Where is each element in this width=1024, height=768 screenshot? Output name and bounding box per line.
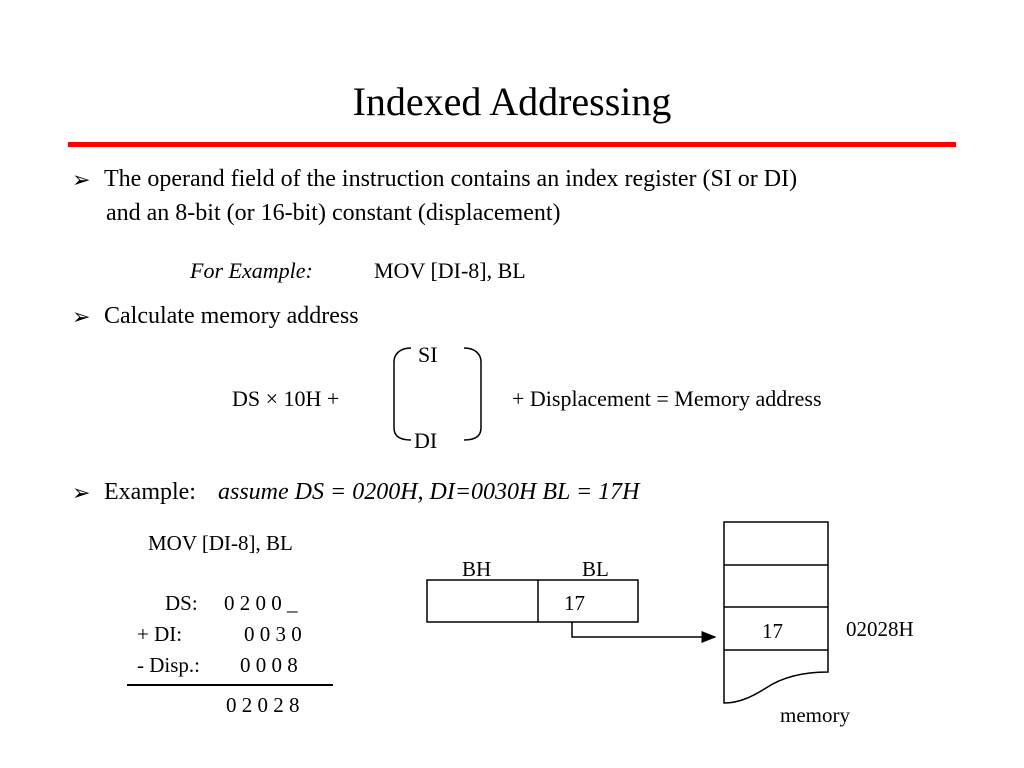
title-underline: [68, 142, 956, 147]
calc-row-label: - Disp.:: [137, 653, 200, 677]
calc-row-label: + DI:: [137, 622, 183, 646]
bullet3-prefix: Example:: [104, 479, 196, 505]
register-bl-value: 17: [564, 591, 585, 615]
memory-block: [723, 521, 829, 704]
calc-instruction: MOV [DI-8], BL: [148, 531, 293, 555]
register-bx-box: [426, 579, 639, 623]
page-title: Indexed Addressing: [352, 79, 672, 124]
bullet1-line1: The operand field of the instruction con…: [104, 166, 798, 192]
arrow-bullet-icon: ➢: [72, 480, 91, 505]
formula-right: + Displacement = Memory address: [512, 386, 822, 411]
bullet3-assumption: assume DS = 0200H, DI=0030H BL = 17H: [218, 479, 640, 505]
bullet2-text: Calculate memory address: [104, 303, 359, 329]
memory-cell-value: 17: [762, 619, 783, 643]
calc-row-value: 0 0 3 0: [244, 622, 302, 646]
register-bh-label: BH: [462, 557, 492, 581]
bullet1-line2: and an 8-bit (or 16-bit) constant (displ…: [106, 200, 561, 226]
formula-option-si: SI: [418, 342, 438, 367]
formula-option-di: DI: [414, 428, 438, 453]
calc-sum-line: [127, 684, 333, 686]
example-instruction: MOV [DI-8], BL: [374, 258, 526, 283]
calc-result: 0 2 0 2 8: [226, 693, 300, 717]
formula-left: DS × 10H +: [232, 386, 340, 411]
left-brace: [393, 347, 412, 441]
calc-row-label: DS:: [165, 591, 198, 615]
right-brace: [463, 347, 482, 441]
example-label: For Example:: [190, 258, 313, 283]
arrow-to-memory: [571, 622, 717, 643]
memory-caption: memory: [780, 703, 850, 727]
calc-row-value: 0 0 0 8: [240, 653, 298, 677]
memory-address: 02028H: [846, 617, 914, 641]
register-bl-label: BL: [582, 557, 609, 581]
arrow-bullet-icon: ➢: [72, 304, 91, 329]
arrow-bullet-icon: ➢: [72, 167, 91, 192]
calc-row-value: 0 2 0 0 _: [224, 591, 298, 615]
